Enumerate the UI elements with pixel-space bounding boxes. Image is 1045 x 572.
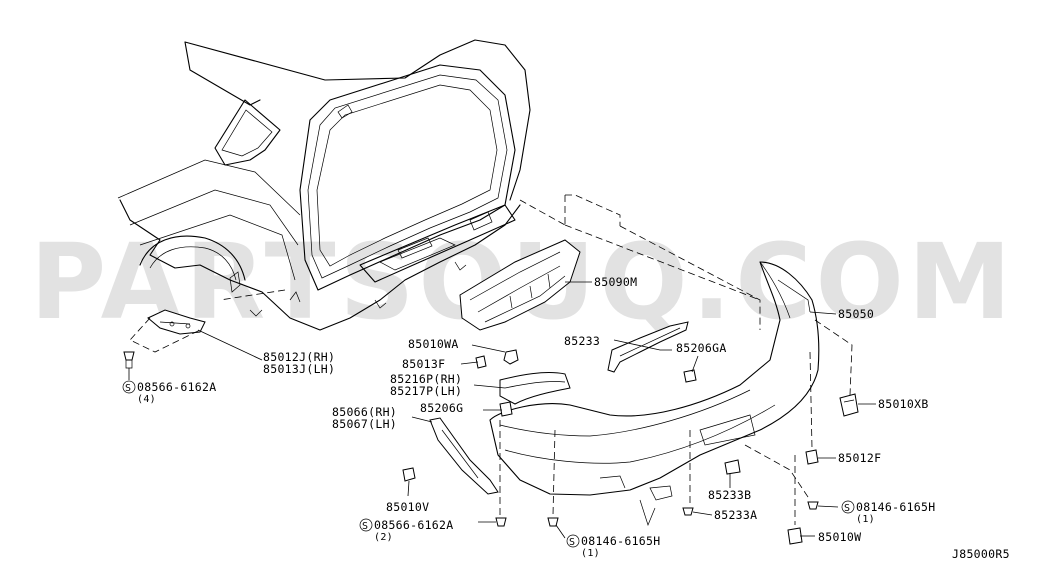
callout-85206g[interactable]: 85206G xyxy=(420,401,463,415)
callout-85233a[interactable]: 85233A xyxy=(714,508,757,522)
clip-85012f xyxy=(805,449,819,465)
bolt-symbol-icon xyxy=(359,518,373,532)
callout-85217p[interactable]: 85217P(LH) xyxy=(390,384,462,398)
side-bracket-85066 xyxy=(429,417,499,495)
bolt-85233a xyxy=(682,507,694,516)
clip-85010xb xyxy=(839,393,859,417)
callout-08146-lower[interactable]: 08146-6165H xyxy=(581,534,660,548)
clip-85010w xyxy=(787,527,803,545)
callout-85206ga[interactable]: 85206GA xyxy=(676,341,727,355)
bolt-symbol-icon xyxy=(122,380,136,394)
diagram-code: J85000R5 xyxy=(952,547,1010,561)
callout-85012j[interactable]: 85012J(RH) xyxy=(263,350,335,364)
callout-85010xb[interactable]: 85010XB xyxy=(878,397,929,411)
quantity-2: (2) xyxy=(374,532,393,543)
callout-85010w[interactable]: 85010W xyxy=(818,530,861,544)
clip-85206g xyxy=(499,401,513,417)
bolt-symbol-letter: S xyxy=(844,503,850,514)
side-bracket-85012j xyxy=(123,309,206,369)
seal-85216p xyxy=(499,372,571,405)
callout-85010wa[interactable]: 85010WA xyxy=(408,337,459,351)
leader-lines xyxy=(128,281,876,539)
bracket-85233b xyxy=(724,459,741,475)
callout-85012f[interactable]: 85012F xyxy=(838,451,881,465)
callout-85066[interactable]: 85066(RH) xyxy=(332,405,397,419)
vehicle-body-illustration xyxy=(117,39,531,331)
callout-08566-2[interactable]: 08566-6162A xyxy=(374,518,453,532)
callout-85233b[interactable]: 85233B xyxy=(708,488,751,502)
callout-08146-right[interactable]: 08146-6165H xyxy=(856,500,935,514)
bolt-symbol-icon xyxy=(841,500,855,514)
callout-85050[interactable]: 85050 xyxy=(838,307,874,321)
bolt-symbol-letter: S xyxy=(569,537,575,548)
callout-85216p[interactable]: 85216P(RH) xyxy=(390,372,462,386)
callout-85010v[interactable]: 85010V xyxy=(386,500,429,514)
callout-85013j[interactable]: 85013J(LH) xyxy=(263,362,335,376)
assembly-dash-lines xyxy=(129,194,853,525)
quantity-1-right: (1) xyxy=(856,514,875,525)
quantity-1-lower: (1) xyxy=(581,548,600,559)
energy-absorber-85090m xyxy=(459,239,581,331)
bumper-fascia-85050 xyxy=(489,261,820,527)
callout-85013f[interactable]: 85013F xyxy=(402,357,445,371)
clip-85010v xyxy=(402,467,416,482)
bolt-symbol-letter: S xyxy=(125,383,131,394)
clip-85010wa xyxy=(503,349,519,365)
bolt-08146-lower xyxy=(547,517,559,527)
callout-08566-4[interactable]: 08566-6162A xyxy=(137,380,216,394)
clip-85013f xyxy=(475,355,487,369)
callout-85067[interactable]: 85067(LH) xyxy=(332,417,397,431)
bolt-08566-lower xyxy=(495,517,507,527)
bolt-08146-right xyxy=(807,501,819,510)
callout-85090m[interactable]: 85090M xyxy=(594,275,637,289)
callout-85233[interactable]: 85233 xyxy=(564,334,600,348)
bolt-symbol-icon xyxy=(566,534,580,548)
clip-85206ga xyxy=(683,369,697,383)
part-callouts: 85090M 85050 85233 85206GA 85010WA 85013… xyxy=(122,275,1010,561)
quantity-4: (4) xyxy=(137,394,156,405)
bolt-symbol-letter: S xyxy=(362,521,368,532)
